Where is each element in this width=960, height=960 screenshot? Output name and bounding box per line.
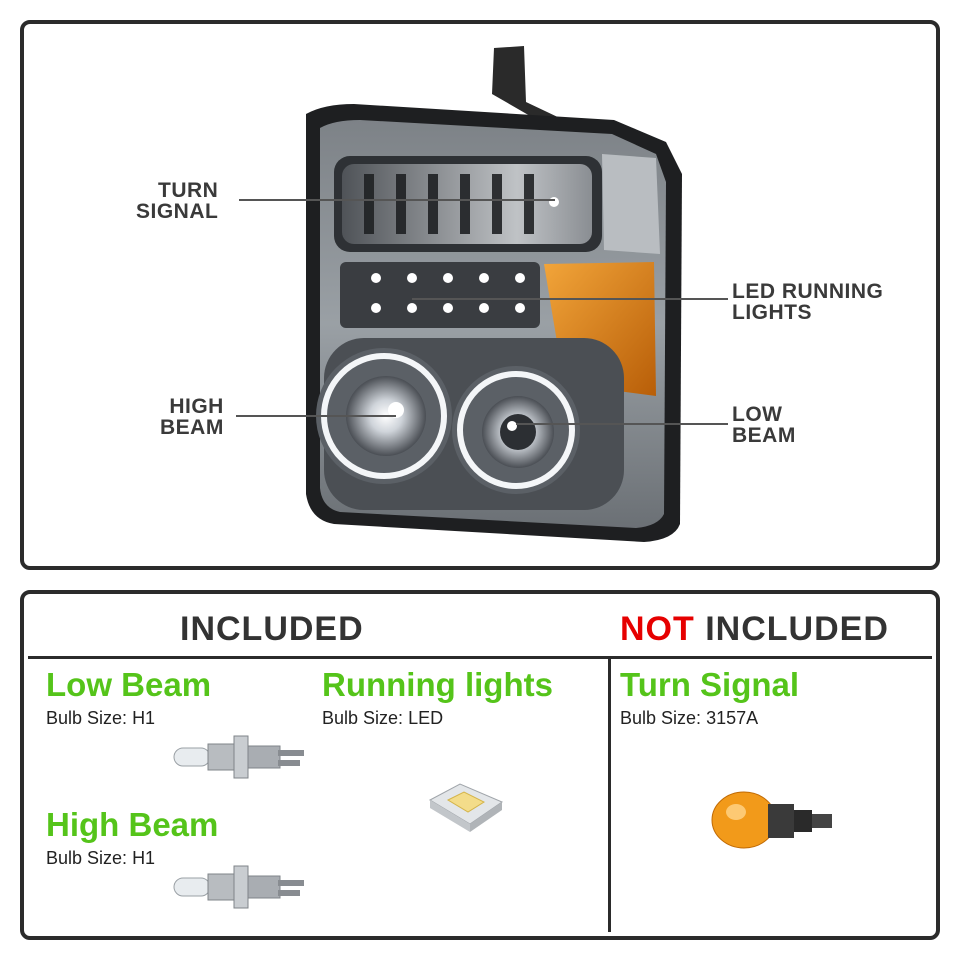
leader-line-led [412, 298, 728, 300]
column-divider [608, 656, 611, 932]
amber-3157-bulb-icon [711, 791, 832, 849]
headlight-diagram-panel: TURN SIGNAL LED RUNNING LIGHTS HIGH BEAM… [20, 20, 940, 570]
led-bar [340, 262, 540, 328]
running-lights-bulb-size: Bulb Size: LED [322, 708, 443, 729]
low-beam-title: Low Beam [46, 666, 212, 703]
low-beam-projector [452, 366, 580, 494]
not-word: NOT [620, 610, 695, 648]
low-beam-size-label: Bulb Size: [46, 708, 128, 728]
callout-turn-signal-line2: SIGNAL [136, 200, 219, 223]
included-header: INCLUDED [180, 610, 364, 648]
high-beam-bulb-size: Bulb Size: H1 [46, 848, 155, 869]
leader-line-low-beam [516, 423, 728, 425]
table-header-row: INCLUDED NOT INCLUDED [28, 598, 932, 659]
turn-signal-bulb-size: Bulb Size: 3157A [620, 708, 758, 729]
running-lights-title: Running lights [322, 666, 553, 703]
callout-turn-signal-line1: TURN [158, 179, 219, 202]
callout-low-beam-line2: BEAM [732, 424, 796, 447]
turn-signal-size-value: 3157A [706, 708, 759, 728]
high-beam-title: High Beam [46, 806, 219, 843]
callout-turn-signal: TURN SIGNAL [136, 180, 218, 222]
callout-led-running-lights: LED RUNNING LIGHTS [732, 281, 883, 323]
not-included-header: NOT INCLUDED [620, 610, 889, 649]
callout-high-beam: HIGH BEAM [160, 396, 224, 438]
led-chip-icon [428, 783, 504, 832]
mounting-bracket [492, 46, 564, 124]
h1-halogen-bulb-icon [173, 865, 304, 909]
callout-high-beam-line2: BEAM [160, 416, 224, 439]
turn-signal-size-label: Bulb Size: [620, 708, 702, 728]
high-beam-size-label: Bulb Size: [46, 848, 128, 868]
headlight-illustration [306, 46, 682, 542]
callout-low-beam: LOW BEAM [732, 404, 796, 446]
bulb-table-panel: INCLUDED NOT INCLUDED Low Beam Bulb Size… [20, 590, 940, 940]
callout-led-line2: LIGHTS [732, 301, 812, 324]
running-lights-size-value: LED [408, 708, 444, 728]
running-lights-size-label: Bulb Size: [322, 708, 404, 728]
callout-low-beam-line1: LOW [732, 403, 783, 426]
callout-high-beam-line1: HIGH [169, 395, 224, 418]
low-beam-size-value: H1 [132, 708, 156, 728]
leader-line-turn-signal [239, 199, 555, 201]
low-beam-bulb-size: Bulb Size: H1 [46, 708, 155, 729]
turn-signal-title: Turn Signal [620, 666, 800, 703]
leader-line-high-beam [236, 415, 396, 417]
h1-halogen-bulb-icon [173, 735, 304, 779]
high-beam-size-value: H1 [132, 848, 156, 868]
not-included-rest: INCLUDED [705, 610, 889, 648]
callout-led-line1: LED RUNNING [732, 280, 884, 303]
